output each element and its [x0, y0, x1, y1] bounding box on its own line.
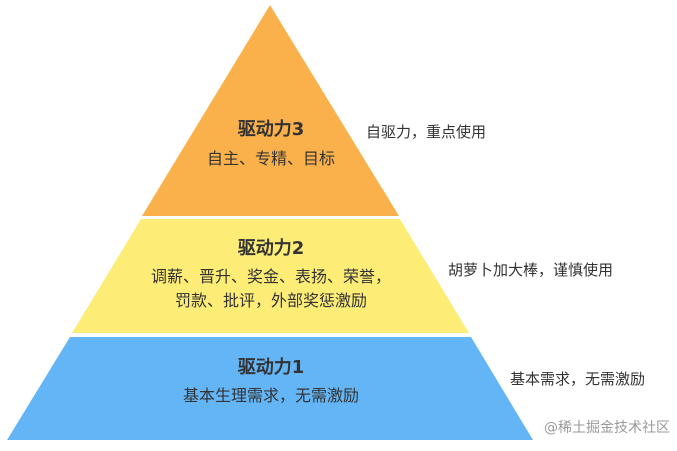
tier-middle-note: 胡萝卜加大棒，谨慎使用 [448, 261, 613, 279]
tier-middle-desc-line-2: 罚款、批评，外部奖惩激励 [175, 291, 367, 310]
tier-top-note: 自驱力，重点使用 [366, 123, 486, 141]
watermark-text: @稀土掘金技术社区 [544, 420, 670, 436]
tier-middle-title: 驱动力2 [238, 238, 305, 259]
pyramid-tier-bottom [7, 337, 533, 440]
tier-middle-desc-line-1: 调薪、晋升、奖金、表扬、荣誉， [151, 267, 391, 286]
tier-bottom-note: 基本需求，无需激励 [510, 370, 645, 388]
tier-bottom-title: 驱动力1 [238, 357, 305, 378]
pyramid-tier-middle [72, 219, 469, 333]
pyramid-tier-top [142, 5, 399, 216]
tier-top-desc: 自主、专精、目标 [207, 149, 335, 168]
tier-top-title: 驱动力3 [238, 119, 305, 140]
tier-bottom-desc: 基本生理需求，无需激励 [183, 386, 359, 405]
